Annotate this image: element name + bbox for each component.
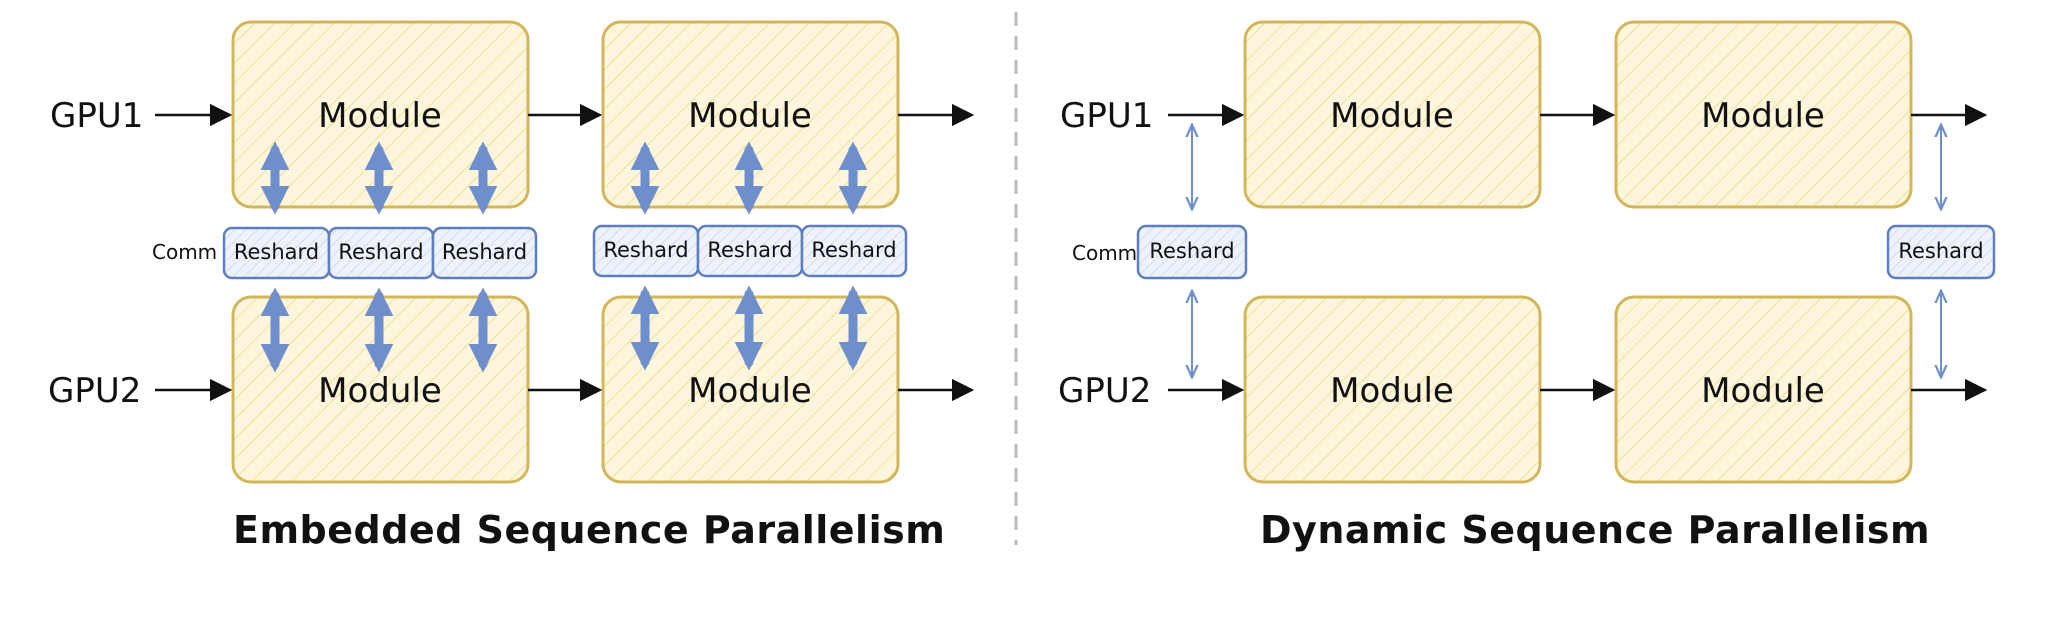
reshard-label: Reshard — [338, 240, 424, 264]
module-label: Module — [1330, 96, 1454, 136]
reshard-label: Reshard — [441, 240, 528, 264]
reshard-box — [431, 226, 538, 280]
reshard-box — [1136, 224, 1248, 280]
reshard-label: Reshard — [707, 238, 793, 262]
reshard-label: Reshard — [603, 238, 689, 262]
comm-label: Comm — [152, 240, 218, 264]
module-label: Module — [688, 371, 812, 411]
reshard-box — [800, 224, 908, 278]
reshard-label: Reshard — [811, 238, 897, 262]
gpu1-label: GPU1 — [1060, 96, 1154, 136]
module-label: Module — [688, 96, 812, 136]
module-label: Module — [1701, 96, 1825, 136]
module-label: Module — [318, 371, 442, 411]
reshard-label: Reshard — [233, 240, 320, 264]
gpu2-label: GPU2 — [1058, 371, 1152, 411]
gpu2-label: GPU2 — [48, 371, 142, 411]
module-label: Module — [1330, 371, 1454, 411]
gpu1-label: GPU1 — [50, 96, 144, 136]
left-panel-title: Embedded Sequence Parallelism — [233, 508, 946, 552]
module-label: Module — [1701, 371, 1825, 411]
right-panel-title: Dynamic Sequence Parallelism — [1260, 508, 1931, 552]
reshard-label: Reshard — [1149, 239, 1235, 263]
reshard-label: Reshard — [1898, 239, 1984, 263]
comm-label: Comm — [1072, 241, 1138, 265]
reshard-box — [1886, 224, 1996, 280]
module-label: Module — [318, 96, 442, 136]
